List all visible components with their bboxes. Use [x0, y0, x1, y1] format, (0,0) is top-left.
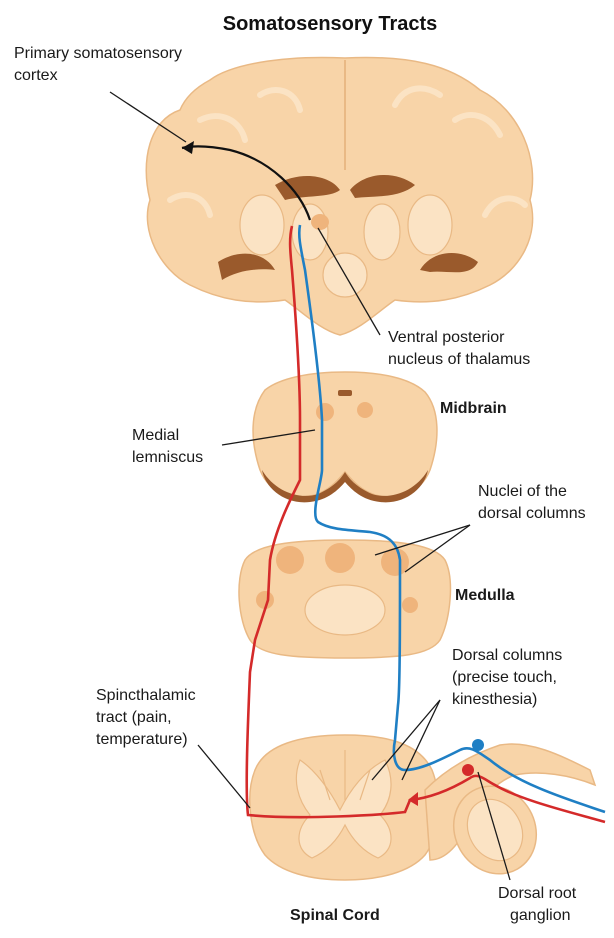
leader-spinothalamic: [198, 745, 250, 808]
label-dorsal-3: kinesthesia): [452, 691, 537, 708]
label-spino-3: temperature): [96, 731, 188, 748]
label-thalamus-1: Ventral posterior: [388, 329, 505, 346]
label-medulla: Medulla: [455, 587, 515, 604]
label-dorsal-1: Dorsal columns: [452, 647, 562, 664]
label-dorsal-2: (precise touch,: [452, 669, 557, 686]
label-spinal-cord: Spinal Cord: [290, 907, 380, 924]
label-drg-1: Dorsal root: [498, 885, 577, 902]
label-nuclei-2: dorsal columns: [478, 505, 586, 522]
midbrain-section: [253, 372, 437, 502]
drg-red-cell: [462, 764, 474, 776]
thalamus-nucleus: [311, 214, 329, 230]
label-spino-2: tract (pain,: [96, 709, 172, 726]
spinal-cord-section: [250, 735, 595, 889]
label-lemniscus-1: Medial: [132, 427, 179, 444]
brain-coronal-section: [146, 57, 532, 335]
label-cortex-1: Primary somatosensory: [14, 45, 182, 62]
diagram-title: Somatosensory Tracts: [223, 13, 438, 35]
label-drg-2: ganglion: [510, 907, 571, 924]
label-midbrain: Midbrain: [440, 400, 507, 417]
label-cortex-2: cortex: [14, 67, 58, 84]
label-spino-1: Spincthalamic: [96, 687, 196, 704]
label-thalamus-2: nucleus of thalamus: [388, 351, 530, 368]
label-nuclei-1: Nuclei of the: [478, 483, 567, 500]
drg-blue-cell: [472, 739, 484, 751]
label-lemniscus-2: lemniscus: [132, 449, 203, 466]
spinothalamic-pathway: [247, 226, 605, 822]
